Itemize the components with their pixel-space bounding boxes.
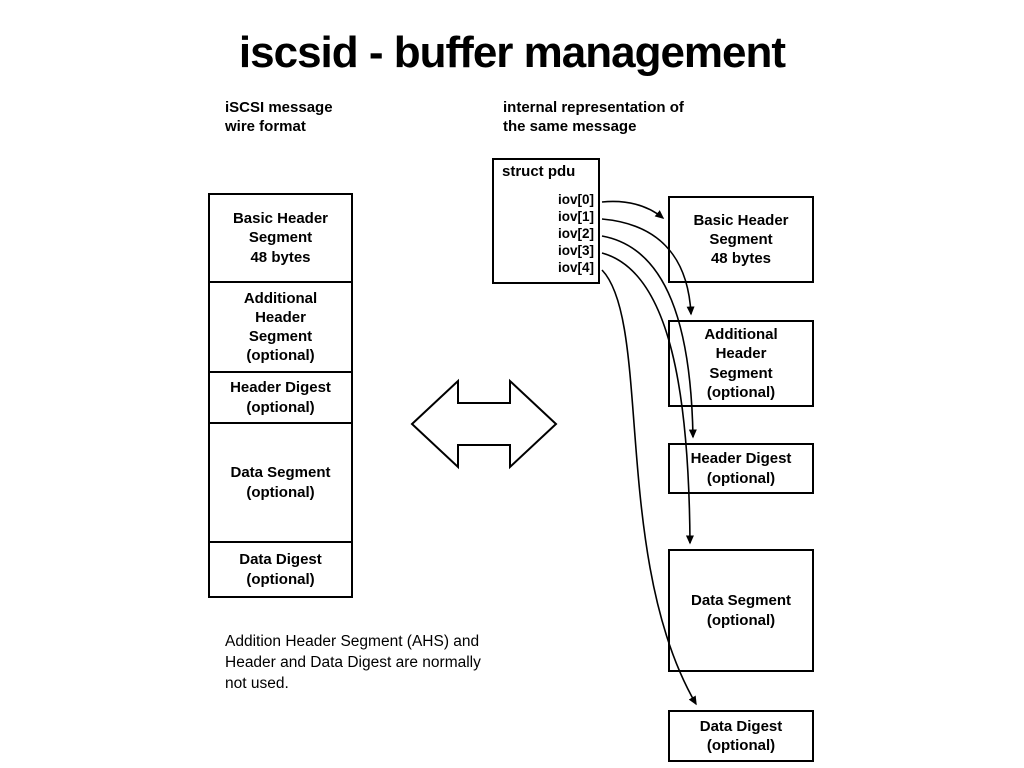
wire-segment-additional-header: Additional Header Segment (optional): [208, 281, 353, 373]
wire-segment-data-digest: Data Digest (optional): [208, 541, 353, 598]
iov-entry-3: iov[3]: [557, 243, 594, 258]
internal-box-header-digest: Header Digest (optional): [668, 443, 814, 494]
internal-box-data-segment: Data Segment (optional): [668, 549, 814, 672]
wire-format-stack: Basic Header Segment 48 bytes Additional…: [208, 193, 353, 598]
struct-pdu-box: struct pdu iov[0] iov[1] iov[2] iov[3] i…: [492, 158, 600, 284]
internal-box-basic-header: Basic Header Segment 48 bytes: [668, 196, 814, 283]
wire-segment-basic-header: Basic Header Segment 48 bytes: [208, 193, 353, 283]
iov-list: iov[0] iov[1] iov[2] iov[3] iov[4]: [494, 191, 598, 276]
iov-entry-4: iov[4]: [557, 260, 594, 275]
iov-entry-2: iov[2]: [557, 226, 594, 241]
internal-representation-column-label: internal representation of the same mess…: [503, 99, 684, 135]
internal-box-additional-header: Additional Header Segment (optional): [668, 320, 814, 407]
bidirectional-arrow: [410, 378, 558, 470]
footnote-text: Addition Header Segment (AHS) and Header…: [225, 633, 481, 692]
iov0-connector-arrow: [601, 200, 665, 219]
page-title: iscsid - buffer management: [238, 28, 786, 77]
iov-entry-1: iov[1]: [557, 209, 594, 224]
iov-entry-0: iov[0]: [557, 192, 594, 207]
wire-format-column-label: iSCSI message wire format: [225, 99, 333, 135]
internal-box-data-digest: Data Digest (optional): [668, 710, 814, 762]
wire-segment-data-segment: Data Segment (optional): [208, 422, 353, 543]
struct-pdu-title: struct pdu: [502, 163, 576, 180]
wire-segment-header-digest: Header Digest (optional): [208, 371, 353, 424]
